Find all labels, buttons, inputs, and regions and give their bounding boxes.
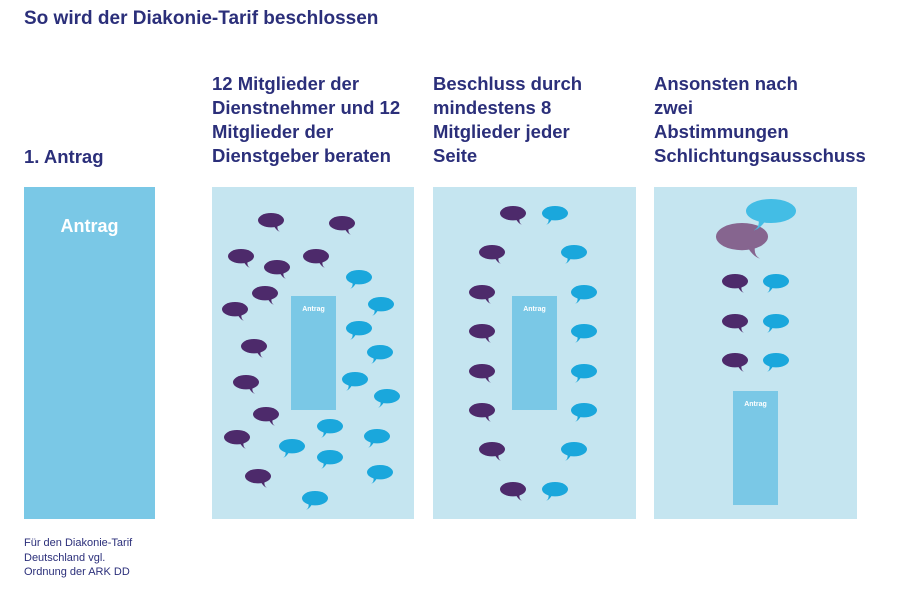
antrag-document: Antrag (512, 296, 557, 410)
purple-speech-bubble-icon (245, 469, 271, 488)
cyan-speech-bubble-icon (364, 429, 390, 448)
cyan-speech-bubble-icon (368, 297, 394, 316)
page-title: So wird der Diakonie-Tarif beschlossen (24, 8, 379, 29)
antrag-label: Antrag (60, 216, 119, 236)
cyan-speech-bubble-icon (317, 450, 343, 469)
purple-speech-bubble-icon (241, 339, 267, 358)
purple-speech-bubble-icon (469, 403, 495, 422)
cyan-speech-bubble-icon (346, 321, 372, 340)
purple-speech-bubble-icon (224, 430, 250, 449)
cyan-speech-bubble-icon (317, 419, 343, 438)
purple-speech-bubble-icon (479, 442, 505, 461)
step-4-heading: Ansonsten nach zwei Abstimmungen Schlich… (654, 73, 866, 166)
cyan-speech-bubble-icon (302, 491, 328, 510)
cyan-speech-bubble-icon (571, 285, 597, 304)
cyan-speech-bubble-icon (342, 372, 368, 391)
cyan-speech-bubble-icon (346, 270, 372, 289)
mediator-speech-bubble-icon (746, 199, 796, 231)
cyan-speech-bubble-icon (279, 439, 305, 458)
cyan-speech-bubble-icon (763, 274, 789, 293)
purple-speech-bubble-icon (264, 260, 290, 279)
cyan-speech-bubble-icon (367, 345, 393, 364)
purple-speech-bubble-icon (228, 249, 254, 268)
purple-speech-bubble-icon (233, 375, 259, 394)
antrag-document: Antrag (291, 296, 336, 410)
purple-speech-bubble-icon (500, 206, 526, 225)
purple-speech-bubble-icon (500, 482, 526, 501)
step-3-heading: Beschluss durch mindestens 8 Mitglieder … (433, 73, 583, 166)
purple-speech-bubble-icon (253, 407, 279, 426)
purple-speech-bubble-icon (469, 324, 495, 343)
purple-speech-bubble-icon (722, 353, 748, 372)
antrag-document: Antrag (733, 391, 778, 505)
cyan-speech-bubble-icon (571, 364, 597, 383)
purple-speech-bubble-icon (469, 364, 495, 383)
cyan-speech-bubble-icon (571, 403, 597, 422)
purple-speech-bubble-icon (303, 249, 329, 268)
purple-speech-bubble-icon (479, 245, 505, 264)
step-2-heading: 12 Mitglieder der Dienstnehmer und 12 Mi… (212, 73, 401, 166)
cyan-speech-bubble-icon (367, 465, 393, 484)
purple-speech-bubble-icon (469, 285, 495, 304)
purple-speech-bubble-icon (722, 314, 748, 333)
cyan-speech-bubble-icon (561, 442, 587, 461)
purple-speech-bubble-icon (722, 274, 748, 293)
purple-speech-bubble-icon (252, 286, 278, 305)
purple-speech-bubble-icon (222, 302, 248, 321)
step-1-heading: 1. Antrag (24, 146, 104, 167)
cyan-speech-bubble-icon (763, 353, 789, 372)
cyan-speech-bubble-icon (374, 389, 400, 408)
cyan-speech-bubble-icon (763, 314, 789, 333)
cyan-speech-bubble-icon (542, 206, 568, 225)
cyan-speech-bubble-icon (561, 245, 587, 264)
cyan-speech-bubble-icon (542, 482, 568, 501)
step-1-panel: Antrag (24, 187, 155, 519)
cyan-speech-bubble-icon (571, 324, 597, 343)
purple-speech-bubble-icon (258, 213, 284, 232)
purple-speech-bubble-icon (329, 216, 355, 235)
footnote: Für den Diakonie-Tarif Deutschland vgl. … (24, 537, 133, 578)
